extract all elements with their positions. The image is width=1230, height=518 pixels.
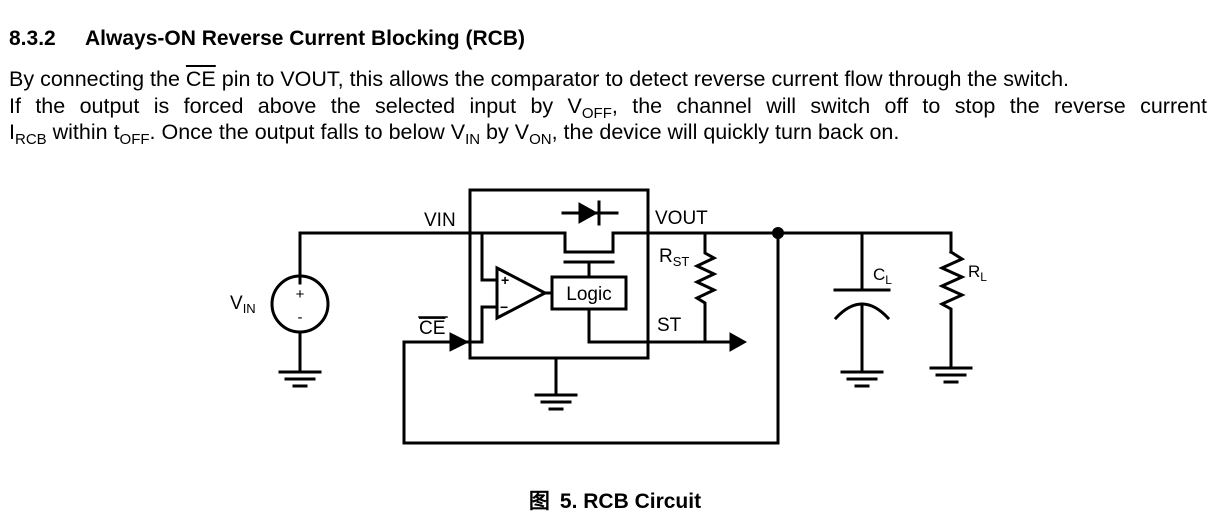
subscript: OFF bbox=[581, 104, 612, 122]
rl-label: RL bbox=[968, 262, 987, 284]
paragraph-line-2: If the output is forced above the select… bbox=[9, 93, 1208, 122]
vout-load-wire bbox=[776, 231, 953, 254]
subscript: RCB bbox=[14, 131, 47, 148]
body-diode-icon bbox=[561, 200, 619, 226]
source-plus-label: + bbox=[296, 286, 305, 303]
figure-prefix: 图 bbox=[528, 489, 550, 513]
text: , the channel will switch off to stop th… bbox=[611, 93, 1208, 118]
comp-plus-label: + bbox=[501, 272, 509, 288]
st-pin-label: ST bbox=[657, 315, 682, 336]
section-title: Always-ON Reverse Current Blocking (RCB) bbox=[85, 27, 525, 50]
subscript: IN bbox=[465, 131, 481, 148]
figure-caption: 图 5. RCB Circuit bbox=[0, 485, 1230, 515]
comparator-icon bbox=[464, 233, 554, 344]
ic-outline bbox=[468, 188, 650, 360]
logic-label: Logic bbox=[566, 284, 611, 305]
mosfet-channel bbox=[563, 231, 780, 254]
source-ground-icon bbox=[278, 330, 322, 388]
ic-ground-icon bbox=[534, 356, 578, 411]
subscript: OFF bbox=[119, 131, 150, 148]
vin-pin-label: VIN bbox=[424, 210, 456, 231]
text: By connecting the bbox=[9, 67, 186, 91]
text: within t bbox=[46, 120, 120, 144]
description-paragraph: By connecting the CE pin to VOUT, this a… bbox=[9, 66, 1208, 148]
vin-wire bbox=[298, 231, 567, 285]
subscript: ON bbox=[529, 131, 552, 148]
rst-resistor-icon bbox=[693, 231, 718, 344]
ce-pin-label: CE bbox=[419, 318, 445, 339]
figure-caption-text: 5. RCB Circuit bbox=[559, 490, 702, 513]
text: If the output is forced above the select… bbox=[9, 93, 582, 118]
text: by V bbox=[480, 120, 530, 144]
ce-feedback-wire bbox=[402, 231, 780, 445]
section-number: 8.3.2 bbox=[9, 27, 56, 50]
ce-arrow-icon bbox=[449, 332, 470, 352]
paragraph-line-1: By connecting the CE pin to VOUT, this a… bbox=[9, 66, 1207, 93]
source-minus-label: - bbox=[298, 309, 303, 326]
text: , the device will quickly turn back on. bbox=[551, 120, 900, 144]
rst-label: RST bbox=[659, 246, 689, 269]
st-arrow-icon bbox=[729, 332, 748, 352]
paragraph-line-3: IRCB within tOFF. Once the output falls … bbox=[9, 119, 1207, 148]
text: pin to VOUT, this allows the comparator … bbox=[215, 67, 1069, 91]
comp-minus-label: − bbox=[500, 299, 508, 315]
st-wire bbox=[587, 307, 735, 344]
ce-overline-text: CE bbox=[185, 67, 216, 91]
cl-label: CL bbox=[873, 265, 892, 287]
vin-source-label: VIN bbox=[230, 293, 256, 316]
load-capacitor-icon bbox=[833, 231, 891, 388]
vout-pin-label: VOUT bbox=[655, 208, 708, 229]
load-resistor-icon bbox=[929, 249, 973, 384]
text: I bbox=[9, 120, 15, 144]
section-heading: 8.3.2 Always-ON Reverse Current Blocking … bbox=[9, 27, 525, 51]
text: . Once the output falls to below V bbox=[149, 120, 466, 144]
